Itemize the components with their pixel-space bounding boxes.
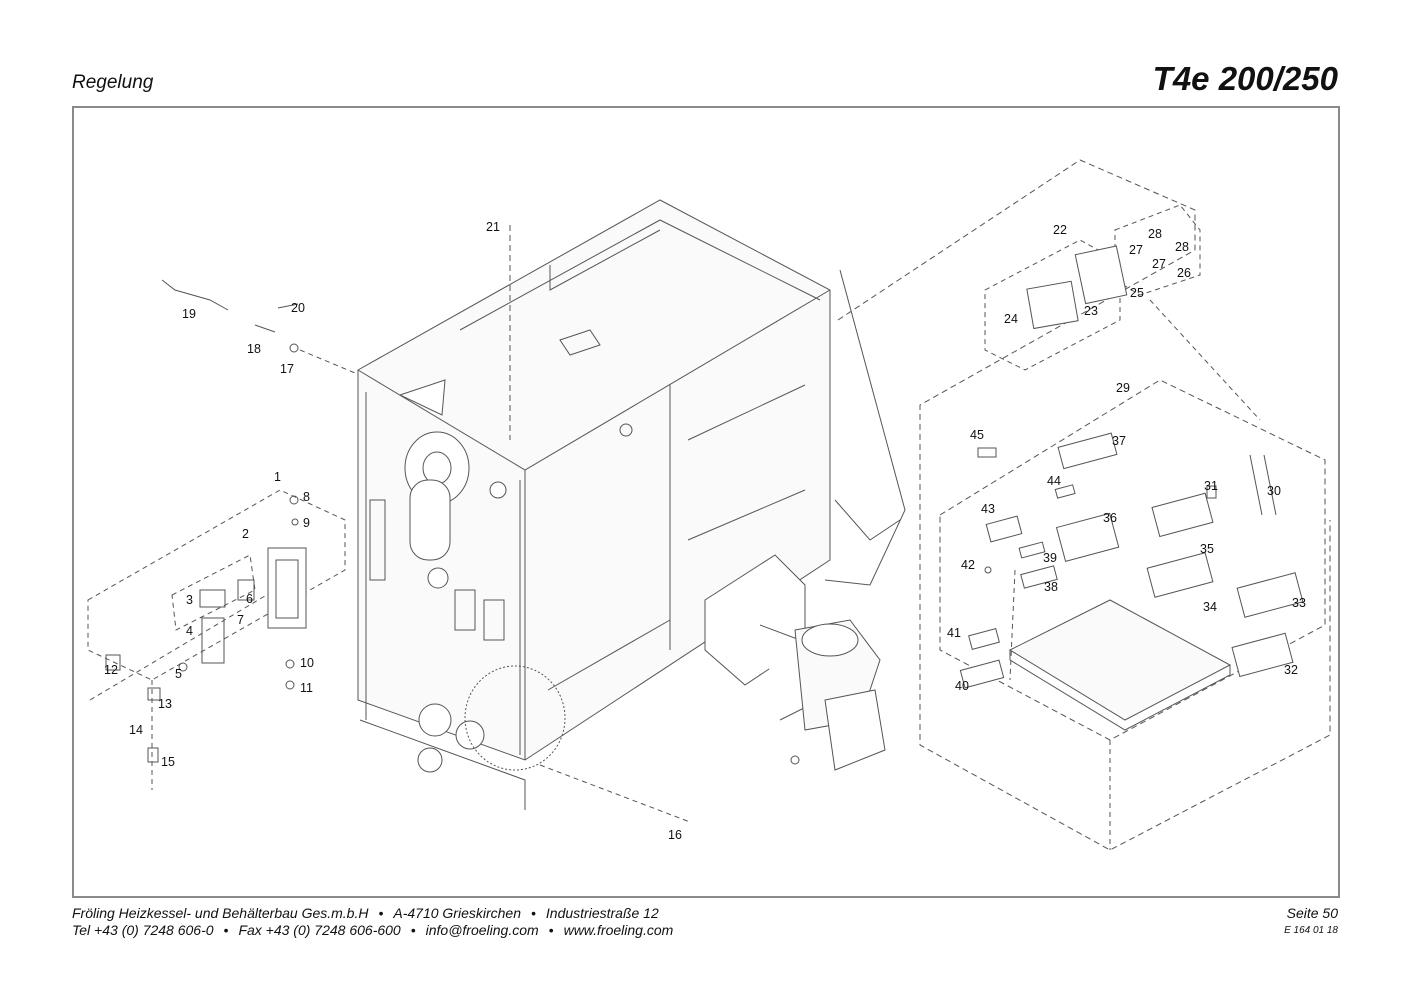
callout-31: 31 xyxy=(1204,479,1218,493)
callout-27a: 27 xyxy=(1129,243,1143,257)
footer-web: www.froeling.com xyxy=(563,922,674,938)
callout-8: 8 xyxy=(303,490,310,504)
callout-12: 12 xyxy=(104,663,118,677)
callout-5: 5 xyxy=(175,667,182,681)
document-code: E 164 01 18 xyxy=(1284,925,1338,936)
callout-28b: 28 xyxy=(1175,240,1189,254)
model-title: T4e 200/250 xyxy=(1152,60,1338,97)
section-title: Regelung xyxy=(72,72,154,93)
callout-2: 2 xyxy=(242,527,249,541)
callout-25: 25 xyxy=(1130,286,1144,300)
callout-43: 43 xyxy=(981,502,995,516)
footer-company: Fröling Heizkessel- und Behälterbau Ges.… xyxy=(72,905,369,921)
electronics-assembly xyxy=(837,159,1331,851)
cable-parts xyxy=(161,225,511,440)
callout-19: 19 xyxy=(182,307,196,321)
callout-22: 22 xyxy=(1053,223,1067,237)
drawing-frame xyxy=(72,106,1340,898)
callout-27b: 27 xyxy=(1152,257,1166,271)
callout-41: 41 xyxy=(947,626,961,640)
callout-labels: 1 2 3 4 5 6 7 8 9 10 11 12 13 14 15 16 1… xyxy=(104,220,1306,842)
callout-38: 38 xyxy=(1044,580,1058,594)
callout-21: 21 xyxy=(486,220,500,234)
callout-24: 24 xyxy=(1004,312,1018,326)
footer-address-line: Fröling Heizkessel- und Behälterbau Ges.… xyxy=(72,905,659,921)
callout-45: 45 xyxy=(970,428,984,442)
callout-33: 33 xyxy=(1292,596,1306,610)
footer-fax: Fax +43 (0) 7248 606-600 xyxy=(238,922,401,938)
callout-1: 1 xyxy=(274,470,281,484)
callout-20: 20 xyxy=(291,301,305,315)
callout-17: 17 xyxy=(280,362,294,376)
callout-44: 44 xyxy=(1047,474,1061,488)
callout-35: 35 xyxy=(1200,542,1214,556)
callout-32: 32 xyxy=(1284,663,1298,677)
feed-unit xyxy=(704,554,886,771)
callout-10: 10 xyxy=(300,656,314,670)
page-number: Seite 50 xyxy=(1286,905,1338,921)
callout-16: 16 xyxy=(668,828,682,842)
footer-tel: Tel +43 (0) 7248 606-0 xyxy=(72,922,214,938)
footer-city: A-4710 Grieskirchen xyxy=(393,905,521,921)
callout-39: 39 xyxy=(1043,551,1057,565)
callout-9: 9 xyxy=(303,516,310,530)
callout-6: 6 xyxy=(246,592,253,606)
callout-36: 36 xyxy=(1103,511,1117,525)
callout-11: 11 xyxy=(300,681,313,695)
callout-37: 37 xyxy=(1112,434,1126,448)
callout-28a: 28 xyxy=(1148,227,1162,241)
callout-15: 15 xyxy=(161,755,175,769)
callout-3: 3 xyxy=(186,593,193,607)
callout-26: 26 xyxy=(1177,266,1191,280)
callout-14: 14 xyxy=(129,723,143,737)
callout-4: 4 xyxy=(186,624,193,638)
callout-40: 40 xyxy=(955,679,969,693)
callout-7: 7 xyxy=(237,613,244,627)
callout-29: 29 xyxy=(1116,381,1130,395)
callout-30: 30 xyxy=(1267,484,1281,498)
footer-street: Industriestraße 12 xyxy=(545,905,659,921)
footer-email: info@froeling.com xyxy=(425,922,539,938)
left-assembly xyxy=(87,489,346,790)
callout-23: 23 xyxy=(1084,304,1098,318)
callout-18: 18 xyxy=(247,342,261,356)
callout-34: 34 xyxy=(1203,600,1217,614)
footer-contact-line: Tel +43 (0) 7248 606-0•Fax +43 (0) 7248 … xyxy=(72,922,674,938)
callout-13: 13 xyxy=(158,697,172,711)
callout-42: 42 xyxy=(961,558,975,572)
